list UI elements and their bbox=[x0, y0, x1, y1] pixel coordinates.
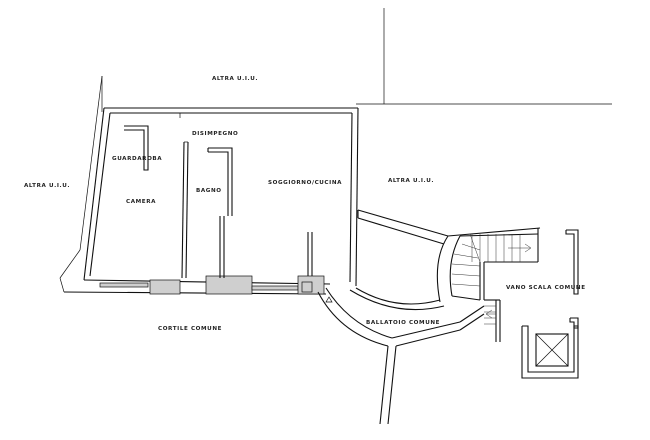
facade-openings bbox=[99, 275, 325, 295]
label-altra-left: ALTRA U.I.U. bbox=[24, 183, 70, 189]
label-vano-scala: VANO SCALA COMUNE bbox=[506, 285, 586, 291]
access-wall bbox=[357, 209, 449, 245]
label-camera: CAMERA bbox=[126, 199, 156, 205]
room-labels: ALTRA U.I.U. ALTRA U.I.U. ALTRA U.I.U. D… bbox=[24, 76, 586, 332]
label-soggiorno: SOGGIORNO/CUCINA bbox=[268, 180, 342, 186]
interior-partitions bbox=[124, 113, 313, 279]
apartment-walls bbox=[59, 107, 359, 295]
label-ballatoio: BALLATOIO COMUNE bbox=[366, 320, 440, 326]
label-altra-top: ALTRA U.I.U. bbox=[212, 76, 258, 82]
label-altra-right: ALTRA U.I.U. bbox=[388, 178, 434, 184]
ballatoio-balcony bbox=[317, 287, 461, 425]
label-bagno: BAGNO bbox=[196, 188, 222, 194]
lift-shaft bbox=[521, 229, 579, 379]
staircase bbox=[436, 227, 541, 342]
label-cortile: CORTILE COMUNE bbox=[158, 326, 222, 332]
label-disimpegno: DISIMPEGNO bbox=[192, 131, 238, 137]
boundary-lines bbox=[59, 8, 612, 279]
label-guardaroba: GUARDAROBA bbox=[112, 156, 162, 162]
